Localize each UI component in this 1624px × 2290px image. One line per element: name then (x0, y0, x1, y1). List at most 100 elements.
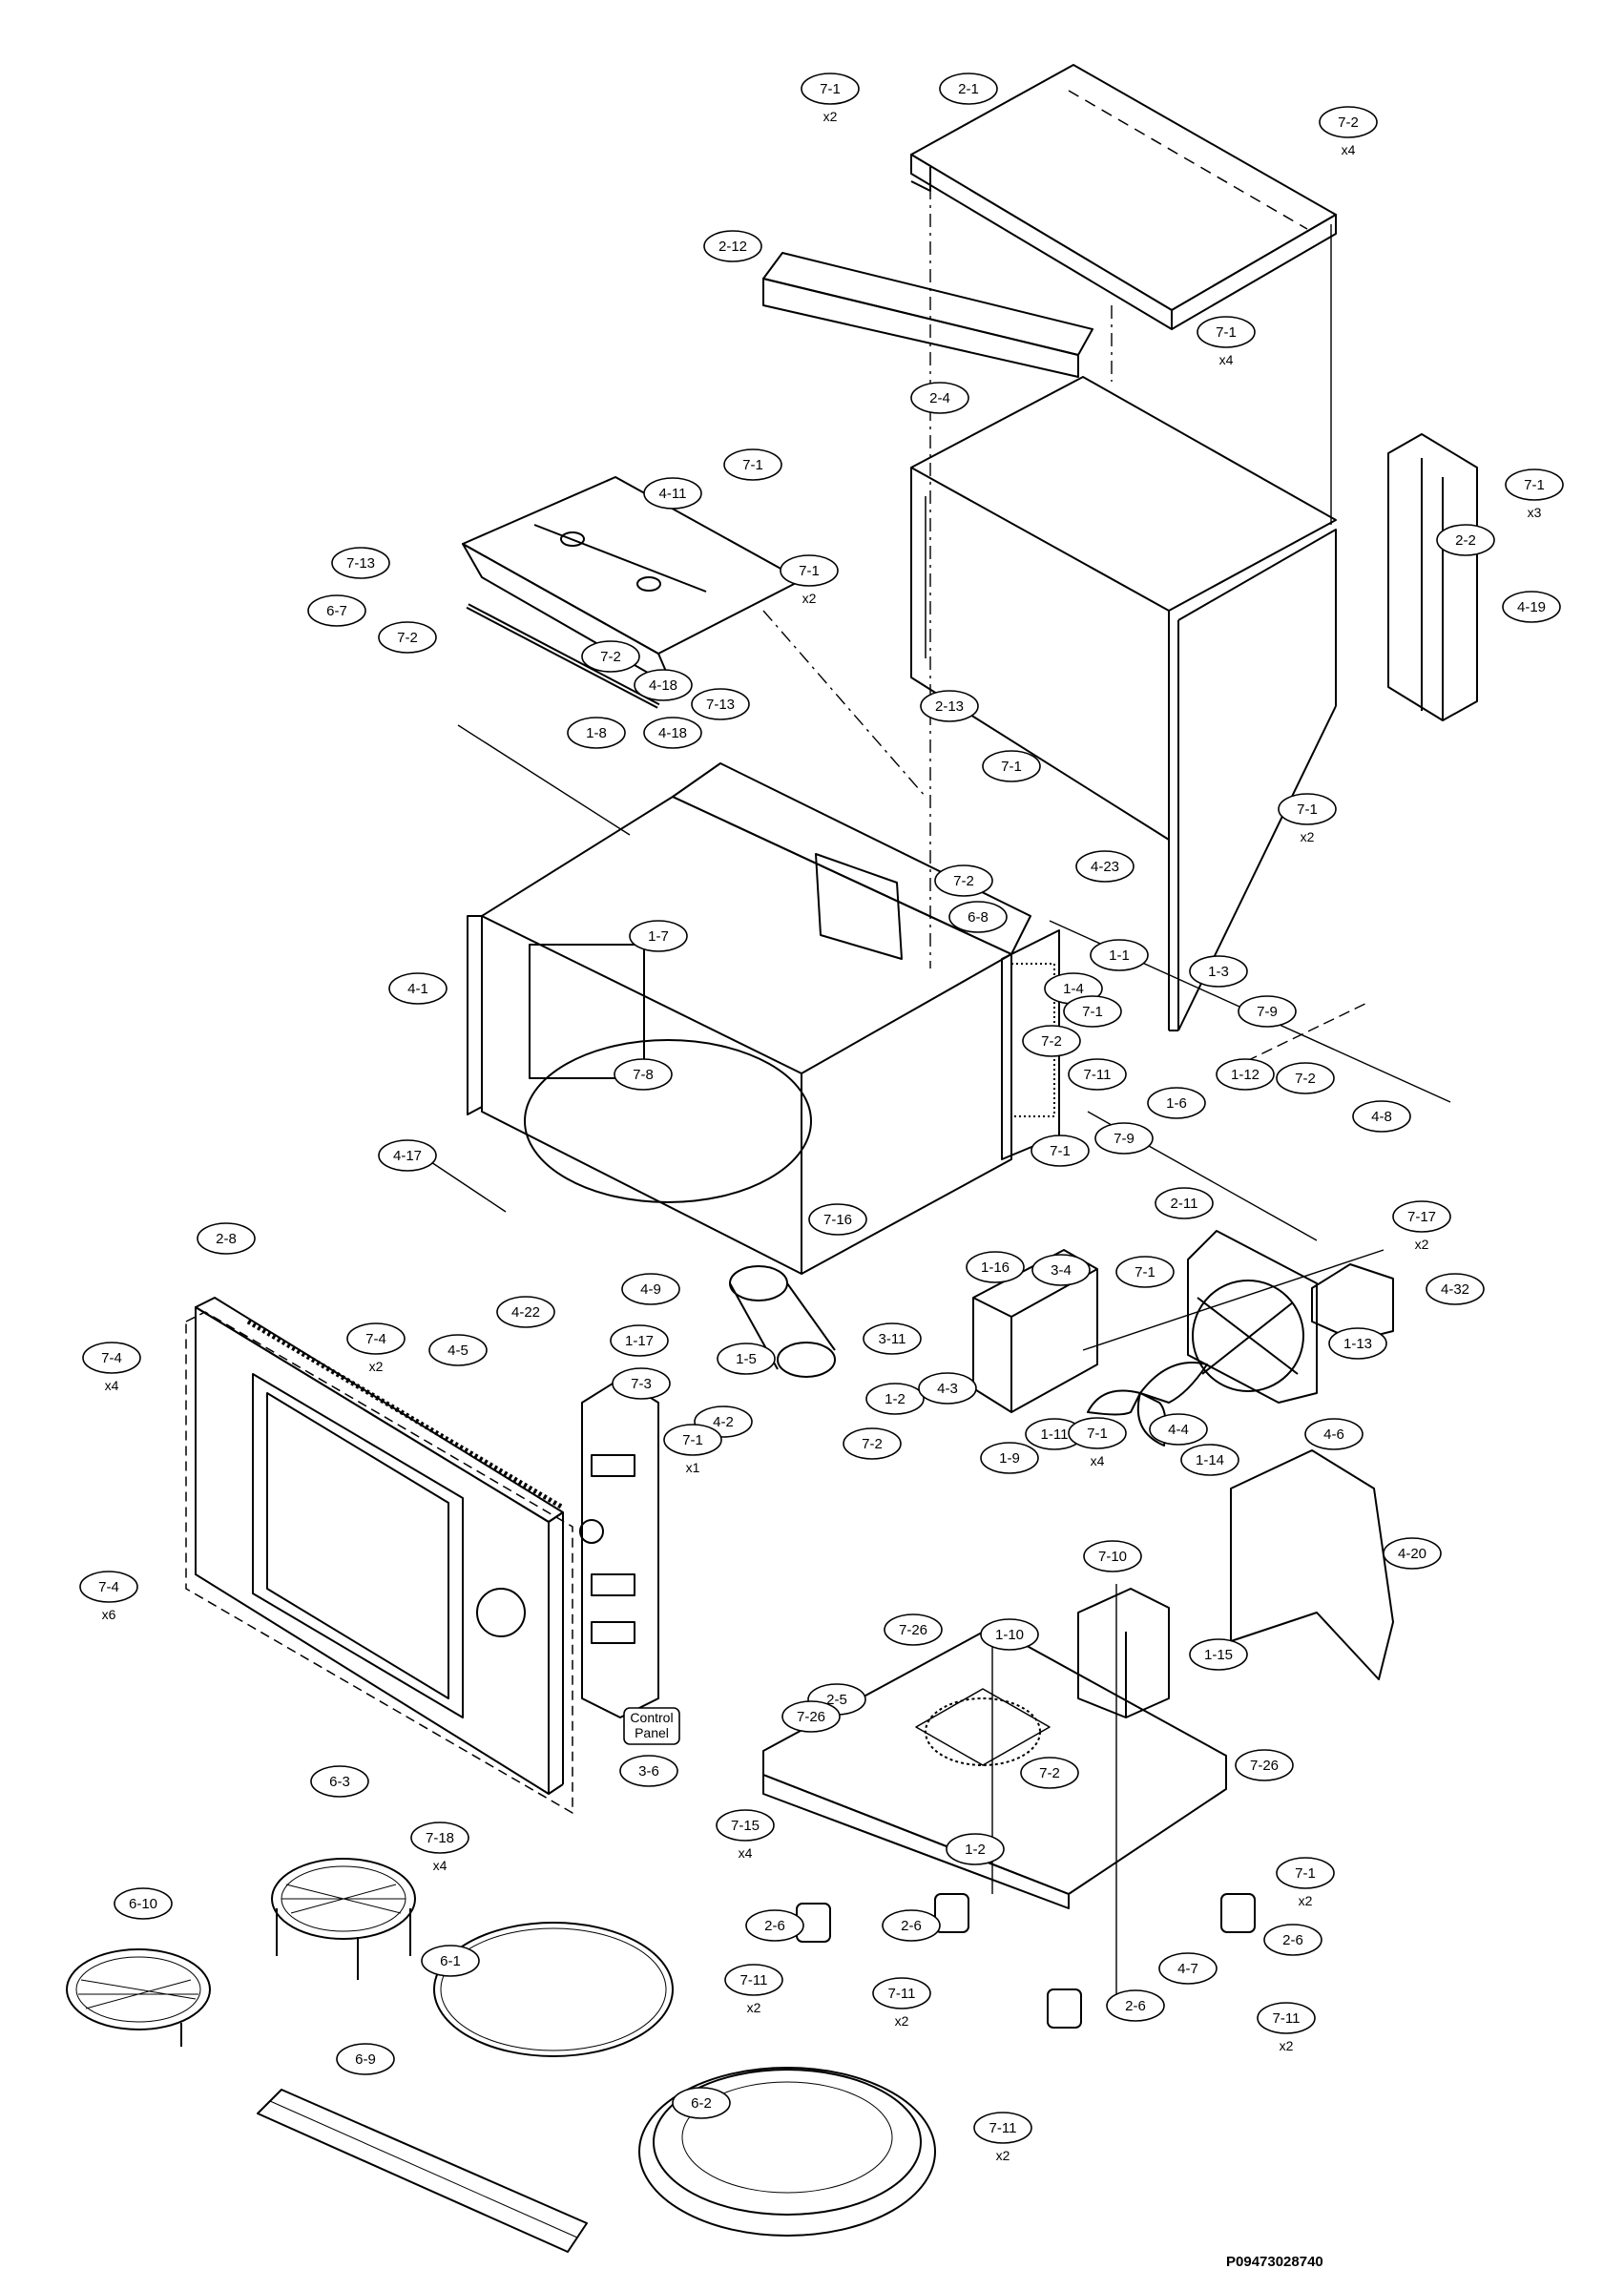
callout-bubble (114, 1887, 173, 1920)
callout-7-1: 7-1x1 (663, 1424, 722, 1475)
callout-bubble (378, 1139, 437, 1172)
callout-bubble (619, 1755, 678, 1787)
callout-4-8: 4-8 (1352, 1100, 1411, 1133)
callout-1-7: 1-7 (629, 920, 688, 952)
callout-text: 2-6 (1282, 1932, 1303, 1948)
callout-text: 7-13 (706, 697, 735, 713)
callout-text: 2-6 (901, 1918, 922, 1934)
control-panel (476, 1378, 659, 1718)
callout-7-13: 7-13 (691, 688, 750, 720)
callout-bubble (643, 717, 702, 749)
callout-bubble (1115, 1256, 1175, 1288)
callout-7-9: 7-9 (1094, 1122, 1154, 1155)
callout-1-13: 1-13 (1328, 1327, 1387, 1360)
callout-text: 2-2 (1455, 532, 1476, 549)
callout-7-1: 7-1 (1063, 995, 1122, 1028)
callout-1-1: 1-1 (1090, 939, 1149, 971)
callout-text: 7-26 (1250, 1758, 1279, 1774)
callout-7-26: 7-26 (1235, 1749, 1294, 1781)
callout-qty: x4 (105, 1378, 119, 1393)
callout-bubble (197, 1222, 256, 1255)
callout-bubble (781, 1700, 841, 1733)
callout-qty: x3 (1528, 505, 1542, 520)
callout-1-2: 1-2 (865, 1383, 925, 1415)
callout-bubble (948, 901, 1008, 933)
callout-bubble (1083, 1540, 1142, 1572)
callout-bubble (843, 1427, 902, 1460)
callout-bubble (388, 972, 448, 1005)
callout-1-8: 1-8 (567, 717, 626, 749)
callout-bubble (865, 1383, 925, 1415)
callout-7-1: 7-1x4 (1197, 316, 1256, 367)
callout-bubble (1276, 1062, 1335, 1094)
callout-7-1: 7-1x3 (1505, 468, 1564, 520)
callout-text: 1-13 (1343, 1336, 1372, 1352)
callout-7-4: 7-4x6 (79, 1571, 138, 1622)
callout-3-11: 3-11 (863, 1322, 922, 1355)
callout-bubble (939, 73, 998, 105)
turntable (638, 2067, 936, 2237)
callout-bubble (634, 669, 693, 701)
callout-7-2: 7-2 (1022, 1025, 1081, 1057)
callout-qty: x2 (1301, 829, 1315, 844)
callout-1-16: 1-16 (966, 1251, 1025, 1283)
callout-text: 7-2 (862, 1436, 883, 1452)
callout-bubble (1328, 1327, 1387, 1360)
callout-qty: x2 (996, 2148, 1010, 2163)
callout-bubble (1094, 1122, 1154, 1155)
callout-2-13: 2-13 (920, 690, 979, 722)
callout-text: 2-1 (958, 81, 979, 97)
callout-text: 7-17 (1407, 1209, 1436, 1225)
hv-transformer (1077, 1588, 1170, 1718)
callout-bubble (801, 73, 860, 105)
callout-text: 7-1 (1135, 1264, 1156, 1280)
callout-text: 1-1 (1109, 947, 1130, 964)
callout-bubble (1031, 1135, 1090, 1167)
callout-bubble (1189, 1638, 1248, 1671)
callout-bubble (1436, 524, 1495, 556)
callout-bubble (1426, 1273, 1485, 1305)
callout-bubble (581, 640, 640, 673)
fan-blade (1087, 1362, 1208, 1447)
callout-text: 7-11 (1084, 1067, 1112, 1083)
callout-text: 4-23 (1091, 859, 1119, 875)
callout-text: 1-11 (1041, 1426, 1069, 1443)
callout-4-22: 4-22 (496, 1296, 555, 1328)
callout-bubble (920, 690, 979, 722)
callout-bubble (980, 1442, 1039, 1474)
callout-qty: x2 (1299, 1893, 1313, 1908)
callout-text: 6-10 (129, 1896, 157, 1912)
callout-bubble (1238, 995, 1297, 1028)
callout-text: 4-9 (640, 1281, 661, 1298)
callout-3-4: 3-4 (1031, 1254, 1091, 1286)
callout-text: 7-2 (397, 630, 418, 646)
callout-text: 7-11 (740, 1972, 768, 1988)
callout-text: 7-4 (365, 1331, 386, 1347)
callout-bubble (567, 717, 626, 749)
callout-text: 4-5 (448, 1343, 468, 1359)
callout-text: 4-18 (649, 677, 677, 694)
callout-text: 4-7 (1177, 1961, 1198, 1977)
callout-text: 7-11 (989, 2120, 1017, 2136)
callout-text: 4-11 (659, 486, 687, 502)
callout-text: 4-8 (1371, 1109, 1392, 1125)
callout-7-2: 7-2 (1276, 1062, 1335, 1094)
callout-bubble (1278, 793, 1337, 825)
callout-text: 6-8 (968, 909, 989, 926)
callout-7-26: 7-26 (884, 1613, 943, 1646)
callout-2-6: 2-6 (745, 1909, 804, 1942)
callout-bubble (346, 1322, 406, 1355)
callout-6-7: 6-7 (307, 594, 366, 627)
callout-text: 2-13 (935, 698, 964, 715)
callout-bubble (1216, 1058, 1275, 1091)
callout-bubble (1075, 850, 1135, 883)
callout-text: 1-9 (999, 1450, 1020, 1467)
callout-text: 1-16 (981, 1260, 1010, 1276)
callout-1-5: 1-5 (717, 1343, 776, 1375)
callout-6-10: 6-10 (114, 1887, 173, 1920)
callout-text: 7-9 (1257, 1004, 1278, 1020)
callout-7-11: 7-11 x2 (973, 2112, 1032, 2163)
